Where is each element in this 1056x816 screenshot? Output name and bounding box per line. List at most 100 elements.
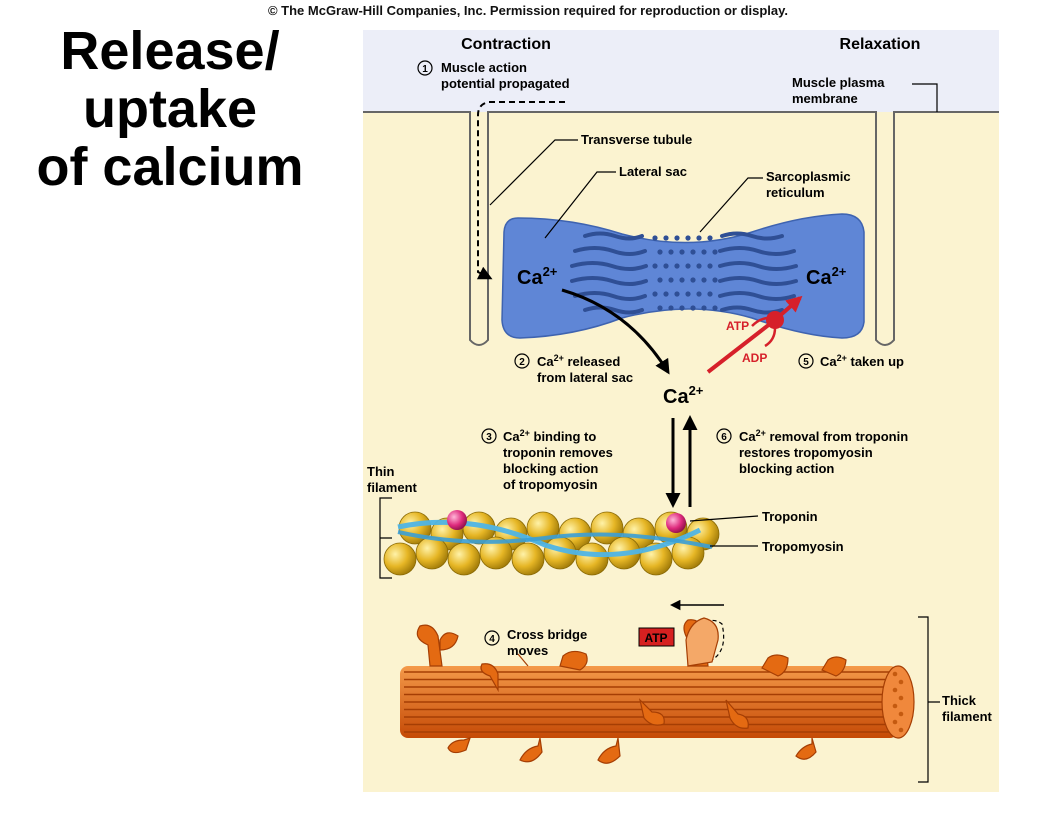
adp-label-pump: ADP (742, 351, 767, 365)
sr-pore (712, 277, 718, 283)
sr-pore (663, 291, 669, 297)
sr-pore (696, 263, 702, 269)
step-4-number: 4 (489, 634, 495, 645)
sr-pore (690, 305, 696, 311)
calcium-in-reticulum-right: Ca2+ (806, 264, 847, 289)
sr-pore (657, 277, 663, 283)
sr-pore (701, 305, 707, 311)
transverse-tubule-leader (489, 139, 578, 206)
troponin-label: Troponin (762, 509, 818, 524)
relaxation-heading: Relaxation (840, 36, 921, 53)
slide-title-line-2: uptake (82, 79, 258, 139)
slide-title-line-3: of calcium (36, 137, 304, 197)
tropomyosin-strand-2 (397, 530, 713, 549)
myosin-heads (416, 619, 847, 764)
step-3-text-line-4: of tropomyosin (503, 477, 598, 492)
step-2-number: 2 (519, 357, 525, 368)
sr-pore (674, 263, 680, 269)
step-6-text-line-3: blocking action (739, 461, 834, 476)
cross-bridge-active-head (685, 617, 719, 667)
sr-pore (652, 291, 658, 297)
myosin-tail-end (898, 679, 904, 685)
sr-pore (685, 263, 691, 269)
step-1-number: 1 (422, 64, 428, 75)
actin-monomer (447, 542, 481, 576)
step-4-text-line-1: Cross bridge (507, 627, 587, 642)
sr-pore (663, 263, 669, 269)
calcium-charge: 2+ (520, 428, 530, 438)
sr-pore (685, 235, 691, 241)
step-6-text-line-2: restores tropomyosin (739, 445, 873, 460)
atp-box-cross-bridge (638, 627, 675, 647)
sr-pore (668, 277, 674, 283)
step-4-marker (484, 630, 500, 646)
lateral-sac-label: Lateral sac (619, 164, 687, 179)
thin-filament-bracket (379, 497, 392, 579)
sr-pore (657, 305, 663, 311)
troponin-leader (689, 515, 759, 522)
transverse-tubule-label: Transverse tubule (581, 132, 692, 147)
step-2-text-line-1: Ca2+ released (537, 353, 620, 369)
sr-pore (674, 235, 680, 241)
step-6-text-line-1: Ca2+ removal from troponin (739, 428, 908, 444)
actin-monomer (479, 536, 513, 570)
calcium-charge: 2+ (554, 353, 564, 363)
copyright-notice: © The McGraw-Hill Companies, Inc. Permis… (267, 3, 789, 18)
myosin-tail-end (898, 727, 904, 733)
thick-filament-label-line-2: filament (942, 709, 993, 724)
sr-pore (696, 235, 702, 241)
calcium-charge: 2+ (689, 383, 704, 398)
step-6-number: 6 (721, 432, 727, 443)
atp-label-pump: ATP (726, 319, 749, 333)
calcium-charge: 2+ (756, 428, 766, 438)
sr-pore (652, 263, 658, 269)
calcium-charge: 2+ (837, 353, 847, 363)
calcium-symbol: Ca (503, 429, 520, 444)
myosin-tail-end (892, 671, 898, 677)
sr-pore (679, 305, 685, 311)
plasma-membrane-label-line-1: Muscle plasma (792, 75, 885, 90)
step-2-marker (514, 353, 530, 369)
free-calcium: Ca2+ (663, 383, 704, 408)
sr-pore (668, 249, 674, 255)
sr-pore (690, 249, 696, 255)
action-potential-path (476, 101, 565, 280)
atp-label-cross-bridge: ATP (644, 631, 667, 645)
thick-filament-bracket (918, 616, 940, 783)
lateral-sac-leader (544, 171, 616, 239)
step-3-text-suffix: binding to (530, 429, 596, 444)
step-5-text-suffix: taken up (847, 354, 904, 369)
step-3-text-line-1: Ca2+ binding to (503, 428, 596, 444)
calcium-symbol: Ca (739, 429, 756, 444)
myosin-tail-end (892, 703, 898, 709)
sarcoplasmic-reticulum-label-line-1: Sarcoplasmic (766, 169, 851, 184)
sarcoplasmic-reticulum-label-line-2: reticulum (766, 185, 825, 200)
step-6-text-suffix: removal from troponin (766, 429, 908, 444)
sr-pore (707, 235, 713, 241)
calcium-symbol: Ca (537, 354, 554, 369)
troponin-left (447, 510, 467, 530)
sarcoplasmic-reticulum-leader (699, 177, 763, 233)
calcium-charge: 2+ (832, 264, 847, 279)
actin-monomer (511, 542, 545, 576)
step-2-text-line-2: from lateral sac (537, 370, 633, 385)
sr-pore (701, 277, 707, 283)
thick-filament-end (881, 665, 915, 739)
sr-pore (712, 249, 718, 255)
step-3-text-line-2: troponin removes (503, 445, 613, 460)
myosin-end-tails (892, 671, 904, 733)
sr-pore (712, 305, 718, 311)
plasma-membrane-leader (912, 83, 938, 112)
step-6-marker (716, 428, 732, 444)
sr-pore (674, 291, 680, 297)
step-4-text-line-2: moves (507, 643, 548, 658)
myosin-tail-end (898, 695, 904, 701)
thick-filament (400, 617, 915, 764)
sr-pore (657, 249, 663, 255)
tropomyosin-label: Tropomyosin (762, 539, 844, 554)
sr-pore (663, 235, 669, 241)
plasma-membrane (363, 111, 999, 346)
sr-pore (679, 249, 685, 255)
sr-pore (707, 291, 713, 297)
